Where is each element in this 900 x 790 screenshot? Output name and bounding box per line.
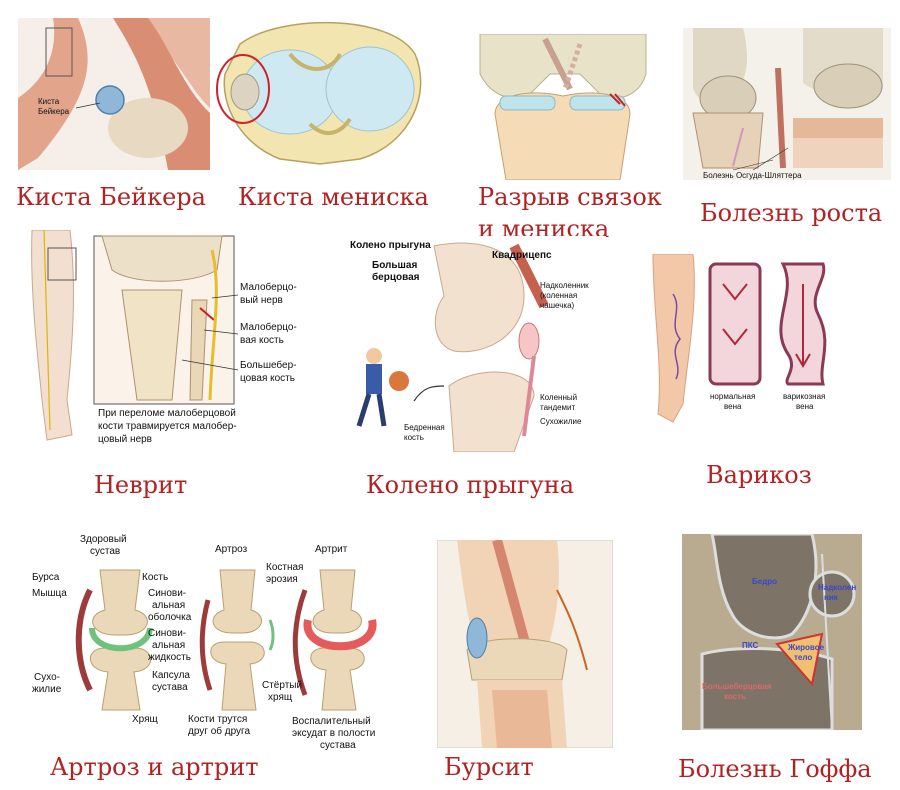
ligament-label: Сухожилие [540, 417, 582, 426]
bursitis-illustration [437, 540, 613, 748]
fluid-label-1: Синови- [148, 628, 186, 639]
caption-rupture-1: Разрыв связок [478, 183, 662, 211]
hoffa-acl-label: ПКС [742, 641, 759, 650]
arthrosis-arthritis-illustration: Здоровый сустав Артроз Артрит Бурса Мышц… [30, 530, 400, 752]
hoffa-fat-label-2: тело [794, 653, 812, 662]
tendon-label-1: Коленный [540, 393, 577, 402]
worn-label-2: хрящ [268, 692, 292, 703]
caption-jumper: Колено прыгуна [366, 471, 575, 499]
fibula-label-2: вая кость [240, 335, 284, 346]
femur-label-1: Бедренная [404, 423, 445, 432]
jumper-tibia-label-2: берцовая [372, 271, 420, 283]
baker-cyst-label-1: Киста [38, 97, 60, 106]
neuritis-drawing: Малоберцо- вый нерв Малоберцо- вая кость… [31, 230, 297, 445]
cyst-shape [95, 85, 125, 115]
nerve-label-2: вый нерв [240, 295, 283, 306]
rupture-drawing [479, 34, 647, 180]
hoffa-patella-label-2: ник [824, 593, 839, 602]
caption-bursitis: Бурсит [444, 753, 534, 781]
capsule-label-2: сустава [152, 682, 188, 693]
quadriceps-label: Квадрицепс [492, 250, 552, 261]
arthritis-header: Артрит [315, 544, 348, 555]
erosion-label-2: эрозия [266, 574, 298, 585]
patella-label-1: Надколенник [540, 281, 589, 290]
cartilage-label: Хрящ [132, 714, 158, 725]
normal-vein-label-2: вена [724, 402, 742, 411]
neuritis-note-1: При переломе малоберцовой [98, 407, 236, 419]
caption-hoffa: Болезнь Гоффа [678, 755, 872, 783]
muscle-label: Мышца [32, 588, 67, 599]
tibia-label-2: цовая кость [240, 373, 295, 384]
osgood-label: Болезнь Осгуда-Шляттера [703, 171, 802, 180]
tibia-label-1: Большебер- [240, 359, 297, 371]
jumper-knee-illustration: Колено прыгуна Квадрицепс Большая берцов… [344, 236, 606, 452]
exudate-label-2: эксудат в полости [292, 728, 375, 739]
caption-baker: Киста Бейкера [16, 183, 206, 211]
basketball-icon [389, 371, 409, 391]
healthy-label-2: сустав [90, 546, 120, 557]
tendon-label-a: Сухо- [34, 672, 60, 683]
varicose-drawing: нормальная вена варикозная вена [652, 254, 827, 423]
arthrosis-header: Артроз [215, 544, 248, 555]
hoffa-drawing: Бедро Надколен ник ПКС Жировое тело Боль… [682, 534, 862, 730]
caption-arthrosis: Артроз и артрит [50, 753, 259, 781]
erosion-label-1: Костная [266, 562, 303, 573]
neuritis-note-2: кости травмируется малобер- [98, 420, 237, 432]
varicose-illustration: нормальная вена варикозная вена [648, 254, 844, 424]
caption-growth: Болезнь роста [700, 199, 883, 227]
femur-label-2: кость [404, 433, 424, 442]
bone-label: Кость [142, 572, 168, 583]
rubbing-label-2: друг об друга [188, 725, 250, 737]
synovial-label-1: Синови- [148, 588, 186, 599]
patella-label-3: чашечка) [540, 301, 575, 310]
rubbing-label-1: Кости трутся [188, 714, 247, 725]
varicose-vein-label-2: вена [796, 402, 814, 411]
healthy-label-1: Здоровый [80, 534, 127, 545]
fluid-label-3: жидкость [148, 652, 191, 663]
exudate-label-3: сустава [320, 740, 356, 751]
hoffa-fat-label-1: Жировое [787, 643, 825, 652]
neuritis-illustration: Малоберцо- вый нерв Малоберцо- вая кость… [22, 230, 314, 452]
baker-cyst-label-2: Бейкера [38, 107, 70, 116]
caption-meniscus: Киста мениска [238, 183, 429, 211]
nerve-label-1: Малоберцо- [240, 281, 297, 293]
growth-disease-drawing: Болезнь Осгуда-Шляттера [692, 28, 883, 180]
jumper-tibia-label-1: Большая [372, 260, 417, 271]
meniscus-cyst-illustration [210, 14, 432, 172]
bursa-label: Бурса [32, 572, 60, 583]
varicose-vein-label-1: варикозная [783, 392, 825, 401]
bursitis-drawing [437, 540, 613, 748]
caption-neuritis: Неврит [94, 471, 188, 499]
caption-varicose: Варикоз [706, 461, 812, 489]
hoffa-tibia-label-2: кость [724, 692, 746, 701]
tendon-label-2: тандемит [540, 403, 576, 412]
capsule-label-1: Капсула [152, 670, 190, 681]
synovial-label-3: оболочка [148, 611, 192, 623]
fibula-label-1: Малоберцо- [240, 321, 297, 333]
baker-cyst-drawing: Киста Бейкера [18, 18, 210, 170]
hoffa-femur-label: Бедро [752, 577, 777, 586]
arthrosis-drawing: Здоровый сустав Артроз Артрит Бурса Мышц… [32, 534, 377, 751]
worn-label-1: Стёртый [262, 680, 302, 691]
rupture-illustration [470, 34, 656, 180]
tendon-label-b: жилие [32, 684, 62, 695]
normal-vein-label-1: нормальная [710, 392, 755, 401]
hoffa-patella-label-1: Надколен [818, 583, 856, 592]
exudate-label-1: Воспалительный [292, 716, 371, 727]
synovial-label-2: альная [152, 600, 185, 611]
hoffa-illustration: Бедро Надколен ник ПКС Жировое тело Боль… [682, 534, 862, 730]
meniscus-cyst-drawing [216, 21, 422, 165]
jumper-knee-drawing: Колено прыгуна Квадрицепс Большая берцов… [350, 240, 589, 452]
highlight-circle [216, 54, 270, 124]
growth-disease-illustration: Болезнь Осгуда-Шляттера [683, 28, 891, 180]
neuritis-note-3: цовый нерв [98, 434, 152, 445]
hoffa-tibia-label-1: Большеберцовая [702, 682, 772, 691]
baker-cyst-illustration: Киста Бейкера [18, 18, 210, 170]
jumper-title: Колено прыгуна [350, 240, 431, 251]
fluid-label-2: альная [152, 640, 185, 651]
patella-label-2: (коленная [540, 291, 577, 300]
